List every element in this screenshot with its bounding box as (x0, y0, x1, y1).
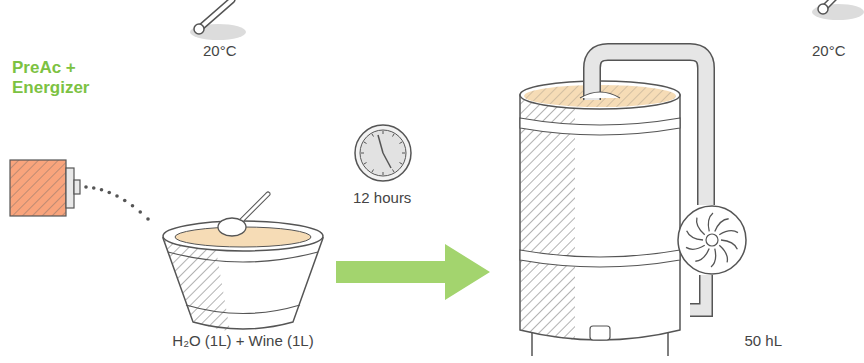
fermentation-tank (715, 219, 729, 232)
powder-dots (131, 204, 135, 208)
temperature-label: 20°C (812, 42, 846, 60)
clock-icon (360, 130, 406, 176)
clock-icon (383, 153, 391, 168)
thermometer-icon (194, 24, 204, 34)
clock-icon (364, 142, 367, 144)
mixing-bucket (163, 238, 230, 331)
clock-icon (355, 125, 411, 181)
fermentation-tank (678, 206, 746, 274)
product-bottle (66, 168, 74, 208)
fermentation-tank (520, 250, 680, 267)
thermometer-icon (190, 24, 246, 40)
thermometer-icon (812, 4, 864, 20)
node-label: 50 hL (744, 332, 782, 349)
clock-icon (383, 172, 384, 175)
powder-dots (107, 191, 111, 195)
mixing-bucket (240, 194, 268, 222)
duration-label: 12 hours (353, 189, 411, 207)
product-bottle (10, 160, 80, 216)
fermentation-tank (711, 249, 716, 267)
mixing-bucket (240, 194, 268, 222)
thermometer-icon (200, 0, 232, 28)
clock-icon (393, 134, 395, 137)
clock-icon (402, 153, 405, 154)
fermentation-tank (520, 52, 746, 356)
node-label: H₂O (1L) + Wine (1L) (150, 332, 336, 349)
bucket-node: H₂O (1L) + Wine (1L) (150, 100, 336, 363)
powder-dots (84, 185, 88, 189)
fermentation-tank (708, 213, 713, 231)
thermometer-icon (818, 4, 828, 14)
clock-icon (372, 169, 374, 172)
tank-node: 50 hL (490, 20, 790, 355)
fermentation-tank (590, 326, 610, 340)
fermentation-tank (721, 240, 737, 249)
mixing-bucket (168, 252, 318, 262)
fermentation-tank (531, 330, 533, 356)
powder-dots (84, 185, 150, 221)
clock-icon (383, 131, 384, 134)
powder-dots (92, 186, 96, 190)
fermentation-tank (690, 275, 706, 310)
fermentation-tank (667, 330, 669, 356)
product-label: PreAc + Energizer (12, 58, 112, 99)
fermentation-tank (580, 92, 620, 98)
powder-dots (100, 188, 104, 192)
powder-dots (138, 210, 142, 214)
clock-icon (393, 169, 395, 172)
clock-icon (399, 142, 402, 144)
temperature-label: 20°C (203, 42, 237, 60)
clock-icon (399, 163, 402, 165)
thermometer-icon (812, 0, 864, 20)
product-bottle (74, 180, 80, 194)
clock-icon (372, 134, 374, 137)
fermentation-tank (719, 231, 738, 235)
thermometer-icon (200, 0, 232, 28)
powder-dots (123, 199, 127, 203)
clock-icon (355, 125, 411, 181)
clock-icon (378, 135, 383, 153)
clock-icon (364, 163, 367, 165)
fermentation-tank (687, 231, 703, 240)
fermentation-tank (686, 245, 705, 249)
mixing-bucket (218, 218, 246, 236)
clock-icon (361, 153, 364, 154)
fermentation-tank (719, 245, 727, 262)
powder-dots (115, 194, 119, 198)
fermentation-tank (520, 95, 680, 340)
process-arrow (336, 244, 490, 300)
product-bottle (10, 160, 66, 216)
fermentation-tank (697, 218, 705, 235)
fermentation-tank (686, 213, 738, 267)
fermentation-tank (690, 275, 706, 310)
mixing-bucket (163, 194, 323, 331)
fermentation-tank (592, 52, 706, 205)
fermentation-tank (520, 118, 680, 135)
fermentation-tank (695, 249, 709, 262)
fermentation-tank (706, 234, 718, 246)
product-bottle (10, 160, 66, 216)
powder-dots (146, 217, 150, 221)
thermometer-icon (190, 0, 246, 40)
fermentation-tank (592, 52, 706, 205)
mixing-bucket (186, 305, 300, 314)
